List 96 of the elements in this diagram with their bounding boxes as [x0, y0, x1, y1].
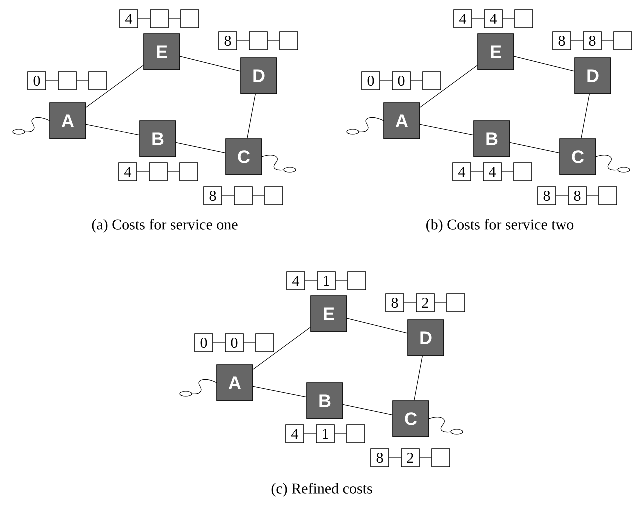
link-line — [514, 56, 575, 72]
cost-box — [280, 32, 298, 50]
cost-box — [234, 186, 253, 206]
link-line — [420, 124, 474, 136]
cost-box — [180, 162, 198, 182]
cost-box — [446, 294, 466, 312]
router-box: B — [306, 382, 344, 420]
cost-box: 1 — [317, 272, 336, 290]
router-box: E — [144, 34, 180, 70]
cost-box: 4 — [118, 162, 138, 182]
router-box: C — [226, 138, 262, 176]
cost-box: 8 — [538, 186, 556, 206]
cost-box: 0 — [194, 334, 214, 352]
cost-box: 4 — [286, 424, 304, 444]
cost-box: 4 — [454, 10, 472, 28]
cost-box: 2 — [416, 294, 435, 312]
link-line — [420, 65, 478, 108]
router-box: A — [384, 102, 420, 140]
router-box: B — [140, 120, 176, 158]
router-box: A — [216, 364, 254, 402]
chain-line — [434, 302, 447, 304]
link-line — [180, 56, 241, 72]
cost-box — [249, 32, 268, 50]
cost-box — [514, 10, 534, 28]
cost-box — [348, 272, 366, 290]
link-line — [86, 65, 144, 108]
cost-box: 8 — [583, 32, 602, 50]
cost-box: 1 — [316, 424, 335, 444]
cost-box: 8 — [204, 186, 222, 206]
cost-box: 4 — [483, 162, 502, 182]
router-box: C — [560, 138, 596, 176]
chain-line — [268, 40, 280, 42]
chain-line — [410, 80, 423, 82]
cost-box: 0 — [392, 72, 411, 90]
router-box: D — [240, 58, 278, 94]
cost-box — [264, 186, 284, 206]
chain-line — [76, 80, 89, 82]
cost-box: 8 — [218, 32, 238, 50]
cost-box — [514, 162, 532, 182]
cost-box — [422, 72, 442, 90]
cost-box: 8 — [386, 294, 404, 312]
chain-line — [46, 80, 58, 82]
cost-box: 4 — [120, 10, 138, 28]
router-box: E — [478, 34, 514, 70]
router-box: C — [392, 400, 430, 438]
cost-box — [614, 32, 632, 50]
cost-box: 4 — [452, 162, 472, 182]
chain-line — [305, 280, 318, 282]
cost-box: 0 — [225, 334, 244, 352]
cost-box: 0 — [28, 72, 46, 90]
cost-box — [88, 72, 108, 90]
cost-box: 8 — [370, 448, 390, 468]
cost-box: 4 — [484, 10, 503, 28]
router-box: B — [474, 120, 510, 158]
cost-box — [180, 10, 200, 28]
chain-line — [336, 280, 348, 282]
cost-box — [149, 162, 168, 182]
link-line — [176, 142, 226, 154]
link-line — [343, 404, 393, 416]
link-line — [253, 327, 311, 370]
chain-line — [237, 40, 250, 42]
chain-line — [602, 40, 614, 42]
caption: (a) Costs for service one — [92, 219, 238, 233]
cost-box — [598, 186, 618, 206]
link-line — [247, 94, 256, 139]
router-box: D — [574, 58, 612, 94]
chain-line — [472, 18, 484, 20]
cost-box — [150, 10, 169, 28]
cost-box: 4 — [286, 272, 306, 290]
chain-line — [244, 342, 256, 344]
chain-line — [213, 342, 226, 344]
cost-box: 8 — [552, 32, 572, 50]
chain-line — [502, 18, 515, 20]
chain-line — [571, 40, 584, 42]
cost-box: 8 — [568, 186, 587, 206]
cost-box — [346, 424, 366, 444]
chain-line — [380, 80, 392, 82]
link-line — [253, 386, 307, 398]
chain-line — [168, 18, 181, 20]
link-line — [86, 124, 140, 136]
link-line — [414, 356, 423, 401]
cost-box — [256, 334, 274, 352]
caption: (b) Costs for service two — [426, 219, 574, 233]
router-box: A — [50, 102, 86, 140]
router-box: D — [408, 320, 444, 356]
chain-line — [404, 302, 416, 304]
cost-box — [432, 448, 450, 468]
cost-box: 0 — [362, 72, 380, 90]
chain-line — [138, 18, 150, 20]
link-line — [581, 94, 590, 139]
router-box: E — [310, 296, 348, 332]
cost-box: 2 — [401, 448, 420, 468]
link-line — [510, 142, 560, 154]
cost-box — [58, 72, 77, 90]
link-line — [347, 318, 408, 334]
caption: (c) Refined costs — [272, 483, 372, 497]
